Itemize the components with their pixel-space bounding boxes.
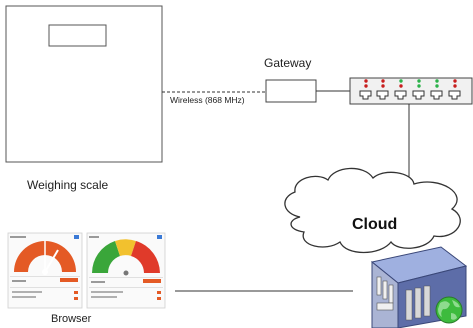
scale-display [48,24,107,47]
cloud-shape [284,167,461,254]
globe-icon [435,296,463,324]
gateway-label: Gateway [264,56,312,70]
network-switch [349,77,473,105]
cloud-label: Cloud [352,216,398,233]
browser-label: Browser [51,313,92,325]
gateway-box [265,79,317,103]
weighing-scale-label: Weighing scale [27,178,109,192]
weighing-scale [5,5,163,163]
browser-screenshot [7,232,166,309]
wireless-label: Wireless (868 MHz) [169,95,246,105]
